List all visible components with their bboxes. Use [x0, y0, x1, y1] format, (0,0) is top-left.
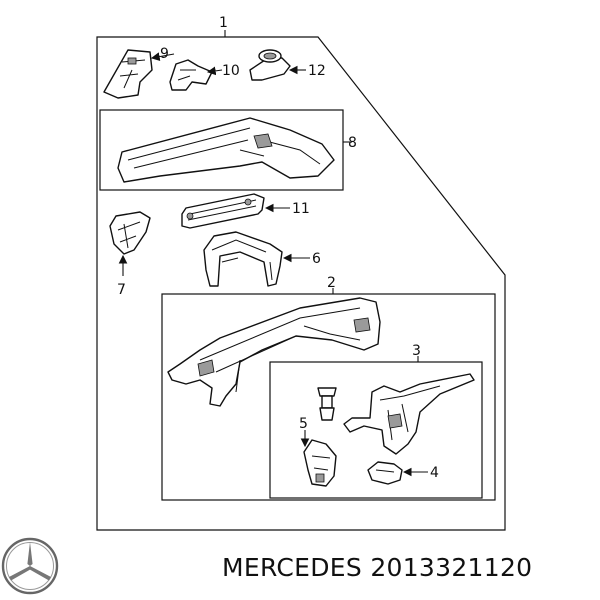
assembly-outline: [96, 36, 506, 531]
callout-7: 7: [117, 282, 126, 298]
part-number: 2013321120: [370, 553, 533, 582]
callout-8: 8: [348, 135, 357, 151]
callout-6: 6: [312, 251, 321, 267]
part-11-bar: [181, 193, 265, 229]
part-6-brace: [203, 231, 283, 287]
part-2-box: [161, 293, 496, 501]
callout-5: 5: [299, 416, 308, 432]
callout-4: 4: [430, 465, 439, 481]
part-4-clip: [367, 461, 403, 485]
part-12-mount: [249, 49, 291, 81]
part-3-bolt: [317, 387, 337, 421]
callout-2: 2: [327, 275, 336, 291]
callout-3: 3: [412, 343, 421, 359]
callout-11: 11: [292, 201, 310, 217]
part-2-side-member: [167, 297, 381, 407]
part-7-bracket: [109, 211, 151, 255]
part-3-bracket: [343, 373, 475, 455]
part-8-rail: [117, 117, 335, 183]
part-8-box: [99, 109, 344, 191]
callout-10: 10: [222, 63, 240, 79]
callout-1: 1: [219, 15, 228, 31]
part-10-clip: [169, 59, 213, 91]
brand-name: MERCEDES: [222, 553, 363, 582]
callout-9: 9: [160, 46, 169, 62]
callout-12: 12: [308, 63, 326, 79]
part-3-box: [269, 361, 483, 499]
mercedes-star-icon: [1, 537, 59, 595]
part-5-bracket: [303, 439, 337, 487]
footer-caption: MERCEDES 2013321120: [222, 553, 532, 582]
part-9-bracket: [103, 49, 153, 99]
